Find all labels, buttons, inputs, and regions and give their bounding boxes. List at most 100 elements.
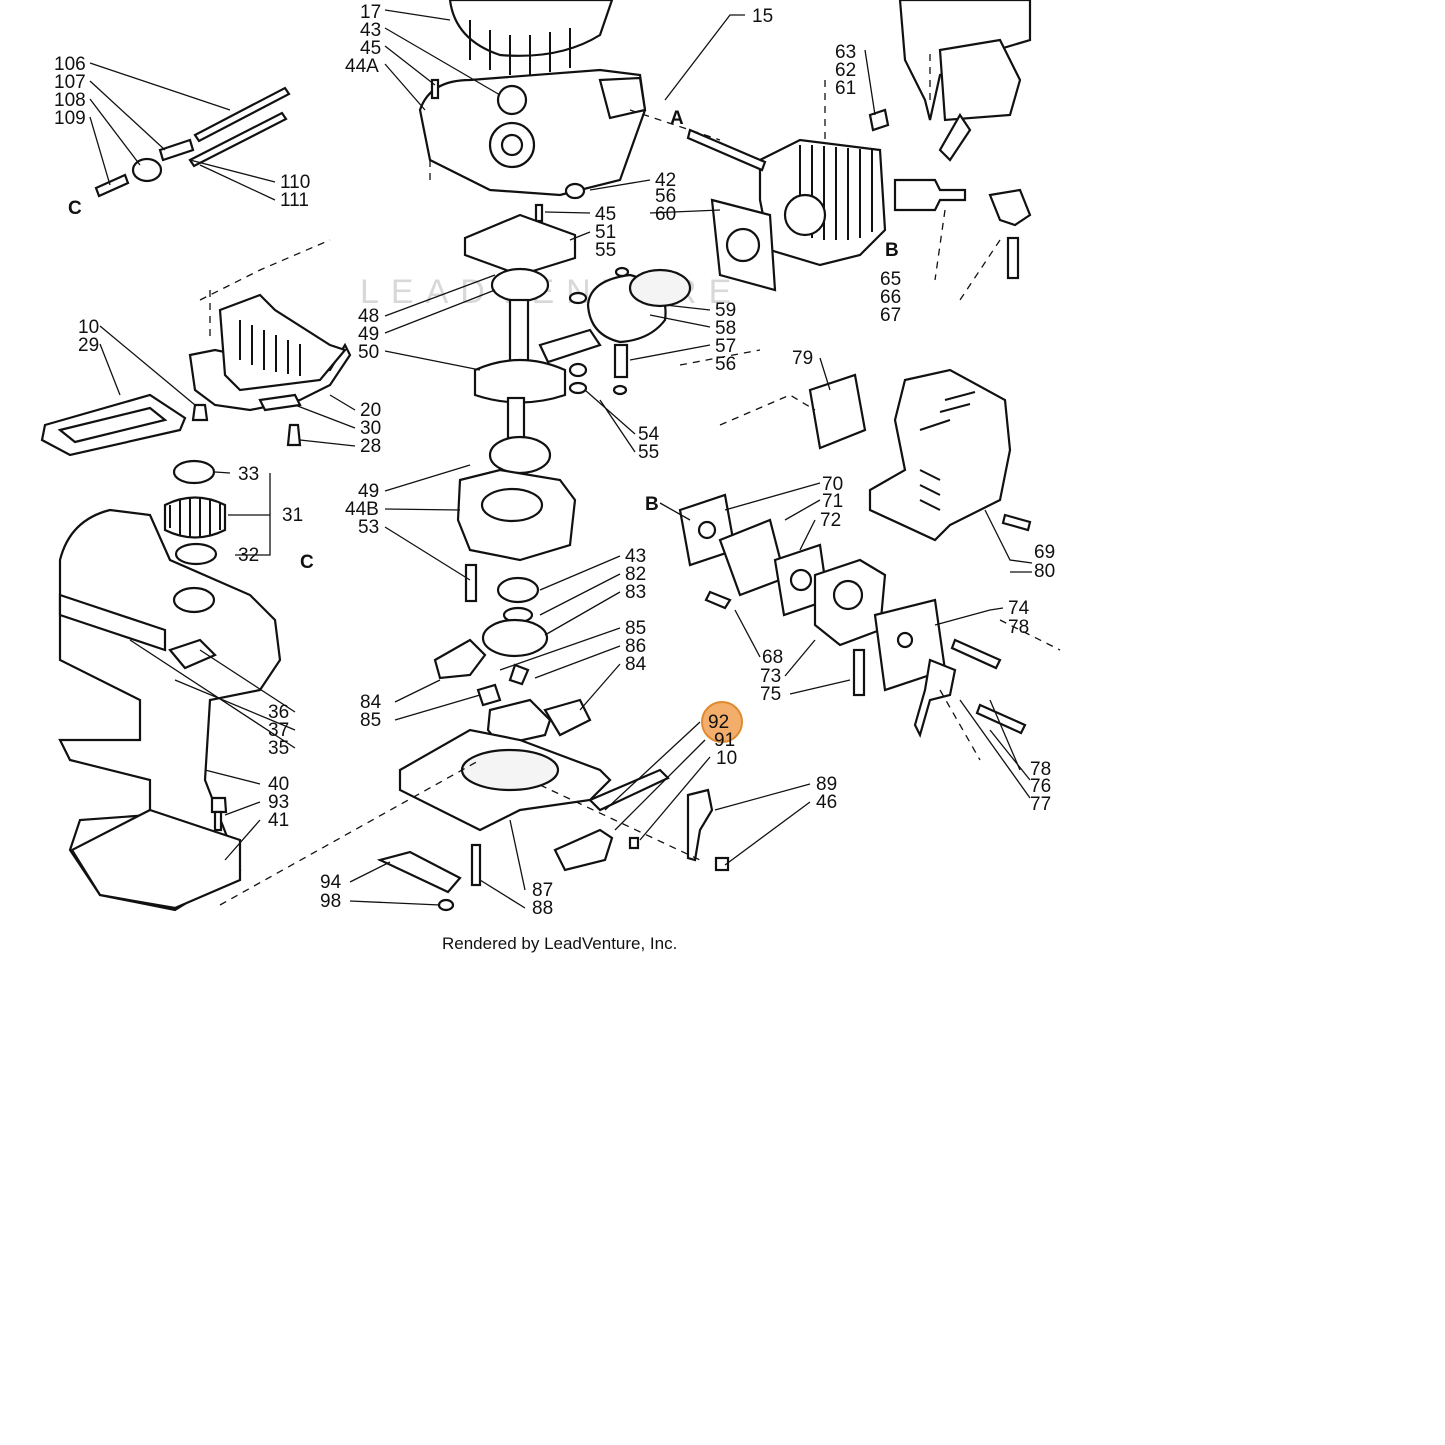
callout-label[interactable]: 10 <box>716 748 737 769</box>
callout-label[interactable]: 93 <box>268 792 289 813</box>
callout-label[interactable]: B <box>645 494 659 515</box>
callout-label[interactable]: 88 <box>532 898 553 919</box>
callout-label[interactable]: 76 <box>1030 776 1051 797</box>
callout-label[interactable]: C <box>68 198 82 219</box>
callout-label[interactable]: 77 <box>1030 794 1051 815</box>
washers <box>568 266 630 396</box>
callout-label[interactable]: 86 <box>625 636 646 657</box>
callout-label[interactable]: 89 <box>816 774 837 795</box>
callout-label[interactable]: 50 <box>358 342 379 363</box>
callout-label[interactable]: 87 <box>532 880 553 901</box>
callout-label[interactable]: 35 <box>268 738 289 759</box>
callout-label[interactable]: 108 <box>54 90 86 111</box>
callout-label[interactable]: 80 <box>1034 561 1055 582</box>
callout-label[interactable]: 62 <box>835 60 856 81</box>
callout-label[interactable]: 66 <box>880 287 901 308</box>
callout-label[interactable]: 73 <box>760 666 781 687</box>
piston <box>586 268 692 344</box>
callout-label[interactable]: 49 <box>358 324 379 345</box>
callout-label[interactable]: 78 <box>1008 617 1029 638</box>
callout-label[interactable]: 106 <box>54 54 86 75</box>
callout-label[interactable]: 79 <box>792 348 813 369</box>
callout-label[interactable]: 82 <box>625 564 646 585</box>
callout-label[interactable]: 75 <box>760 684 781 705</box>
callout-label[interactable]: 30 <box>360 418 381 439</box>
callout-label[interactable]: 20 <box>360 400 381 421</box>
callout-label[interactable]: 110 <box>280 172 310 193</box>
callout-label[interactable]: 45 <box>360 38 381 59</box>
callout-label[interactable]: 44A <box>345 56 379 77</box>
callout-label[interactable]: 65 <box>880 269 901 290</box>
callout-label[interactable]: 32 <box>238 545 259 566</box>
callout-label[interactable]: 58 <box>715 318 736 339</box>
callout-label[interactable]: B <box>885 240 899 261</box>
spark-plug <box>893 178 967 212</box>
callout-label[interactable]: 17 <box>360 2 381 23</box>
callout-label[interactable]: 68 <box>762 647 783 668</box>
crankshaft <box>473 267 567 475</box>
callout-label[interactable]: 43 <box>360 20 381 41</box>
callout-label[interactable]: 46 <box>816 792 837 813</box>
callout-label[interactable]: 15 <box>752 6 773 27</box>
callout-label[interactable]: 78 <box>1030 759 1051 780</box>
callout-label[interactable]: 83 <box>625 582 646 603</box>
bolts-carb <box>704 590 1027 735</box>
handle-guard <box>188 293 352 412</box>
callout-label[interactable]: A <box>670 108 684 129</box>
callout-label[interactable]: 29 <box>78 335 99 356</box>
callout-label[interactable]: 54 <box>638 424 660 445</box>
callout-label[interactable]: 59 <box>715 300 736 321</box>
callout-label[interactable]: 84 <box>625 654 647 675</box>
callout-label[interactable]: 55 <box>595 240 616 261</box>
callout-label[interactable]: 74 <box>1008 598 1030 619</box>
callout-label[interactable]: 10 <box>78 317 99 338</box>
air-filter-cover <box>868 368 1032 542</box>
callout-label[interactable]: C <box>300 552 314 573</box>
callout-label[interactable]: 85 <box>625 618 646 639</box>
intake-plates <box>678 493 830 617</box>
callout-label[interactable]: 55 <box>638 442 659 463</box>
callout-label[interactable]: 84 <box>360 692 382 713</box>
callout-label[interactable]: 72 <box>820 510 841 531</box>
plug-boot <box>988 188 1032 280</box>
callout-label[interactable]: 49 <box>358 481 379 502</box>
callout-label[interactable]: 109 <box>54 108 86 129</box>
callout-label[interactable]: 51 <box>595 222 616 243</box>
callout-label[interactable]: 71 <box>822 491 843 512</box>
callout-label[interactable]: 91 <box>714 730 735 751</box>
callout-label[interactable]: 98 <box>320 891 341 912</box>
callout-label[interactable]: 85 <box>360 710 381 731</box>
callout-label[interactable]: 31 <box>282 505 303 526</box>
callout-label[interactable]: 61 <box>835 78 856 99</box>
highlight-marker[interactable] <box>701 701 743 743</box>
callout-label[interactable]: 40 <box>268 774 289 795</box>
callout-label[interactable]: 63 <box>835 42 856 63</box>
callout-label[interactable]: 67 <box>880 305 901 326</box>
air-filter-base <box>873 598 947 692</box>
callout-label[interactable]: 41 <box>268 810 289 831</box>
callout-label[interactable]: 44B <box>345 499 379 520</box>
callout-label[interactable]: 94 <box>320 872 342 893</box>
callout-label[interactable]: 33 <box>238 464 259 485</box>
callout-label[interactable]: 53 <box>358 517 379 538</box>
connecting-rod <box>538 328 602 364</box>
callout-label[interactable]: 42 <box>655 170 676 191</box>
clutch-shoes <box>433 638 530 707</box>
callout-label[interactable]: 57 <box>715 336 736 357</box>
callout-label[interactable]: 48 <box>358 306 379 327</box>
callout-label[interactable]: 45 <box>595 204 616 225</box>
callout-labels: 17 43 45 44A 15 63 62 61 106 107 108 109… <box>54 2 1055 919</box>
callout-label[interactable]: 107 <box>54 72 86 93</box>
callout-label[interactable]: 28 <box>360 436 381 457</box>
callout-label[interactable]: 56 <box>655 186 676 207</box>
callout-label[interactable]: 111 <box>280 190 309 211</box>
callout-label[interactable]: 69 <box>1034 542 1055 563</box>
callout-label[interactable]: 43 <box>625 546 646 567</box>
callout-label[interactable]: 36 <box>268 702 289 723</box>
callout-label[interactable]: 70 <box>822 474 843 495</box>
callout-label[interactable]: 56 <box>715 354 736 375</box>
callout-label[interactable]: 60 <box>655 204 676 225</box>
callout-label[interactable]: 92 <box>708 712 729 733</box>
callout-label[interactable]: 37 <box>268 720 289 741</box>
